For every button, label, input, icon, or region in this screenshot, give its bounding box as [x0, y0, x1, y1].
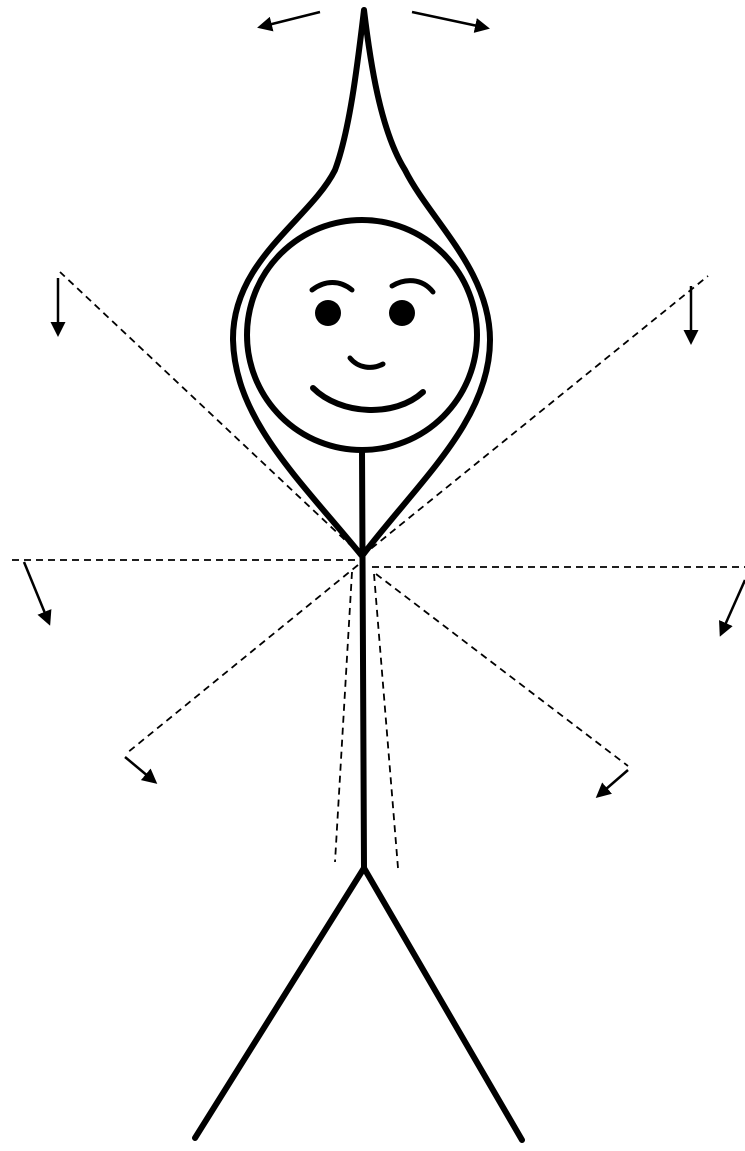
right-eyebrow: [392, 281, 433, 292]
dashed-arm-down-left: [335, 572, 352, 862]
left-eyebrow: [312, 283, 352, 291]
top-left-arrow: [260, 12, 320, 27]
left-leg: [195, 868, 364, 1138]
right-eye: [389, 300, 415, 326]
lower-left-arrow: [125, 757, 155, 782]
right-down-arrow: [721, 580, 745, 634]
torso: [362, 450, 364, 868]
head-circle: [247, 220, 477, 450]
left-eye: [315, 300, 341, 326]
dashed-arm-lower-right: [376, 574, 628, 766]
mouth-smile: [313, 388, 423, 410]
nose: [350, 358, 383, 367]
left-down-arrow: [24, 562, 49, 623]
lower-right-arrow: [598, 770, 628, 796]
dashed-arm-lower-left: [127, 565, 358, 753]
right-leg: [364, 868, 522, 1140]
top-right-arrow: [412, 12, 487, 28]
dashed-arm-down-right: [374, 574, 398, 868]
